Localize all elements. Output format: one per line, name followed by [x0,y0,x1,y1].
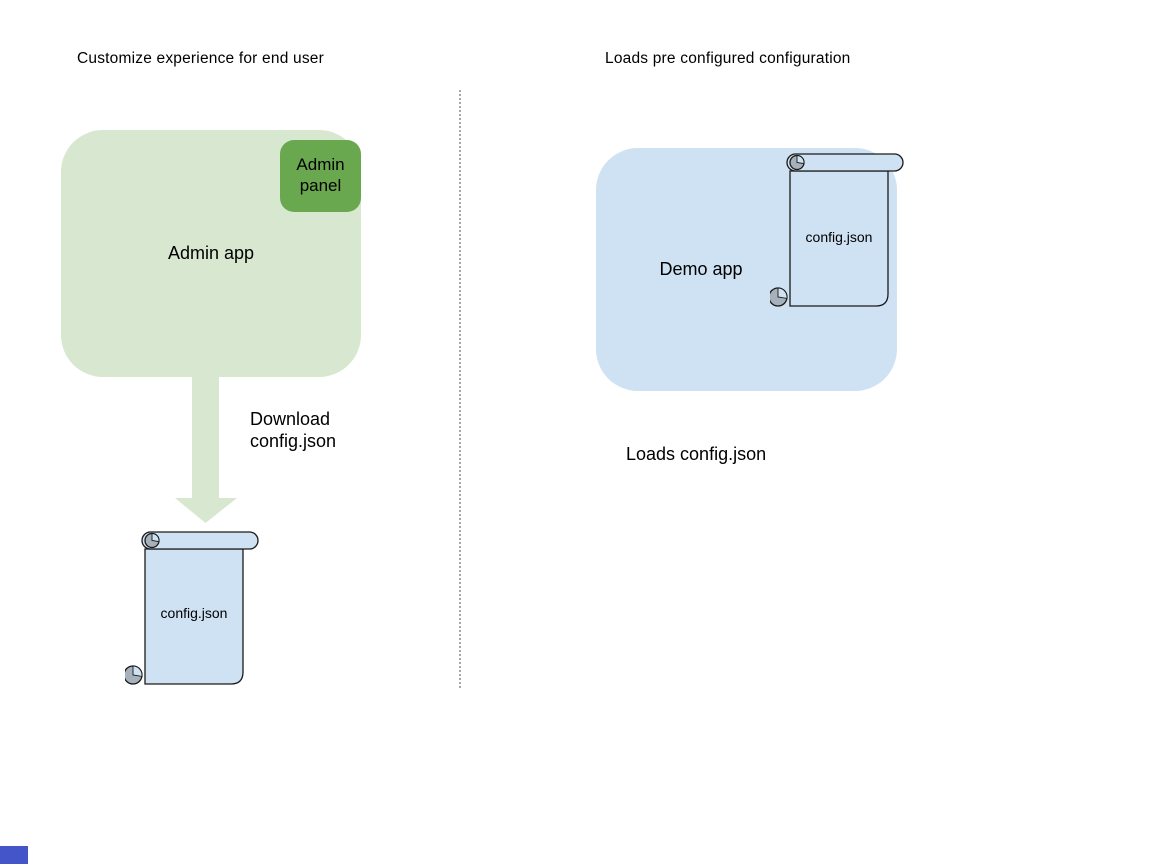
demo-app-label: Demo app [659,259,743,279]
config-file-scroll-icon [125,531,259,685]
left-section-title: Customize experience for end user [77,50,324,67]
section-divider [459,90,461,688]
admin-panel-box: Admin panel [280,140,361,212]
admin-panel-label: Admin panel [296,155,345,195]
config-json-label-right: config.json [805,229,873,245]
config-file-scroll-icon [770,153,904,307]
download-arrow-icon [175,376,237,523]
corner-blue-square [0,846,28,864]
download-arrow-label: Download config.json [250,409,337,451]
right-section-title: Loads pre configured configuration [605,50,851,67]
admin-app-label: Admin app [167,243,255,263]
loads-config-caption: Loads config.json [626,444,767,464]
config-json-label-left: config.json [160,605,228,621]
